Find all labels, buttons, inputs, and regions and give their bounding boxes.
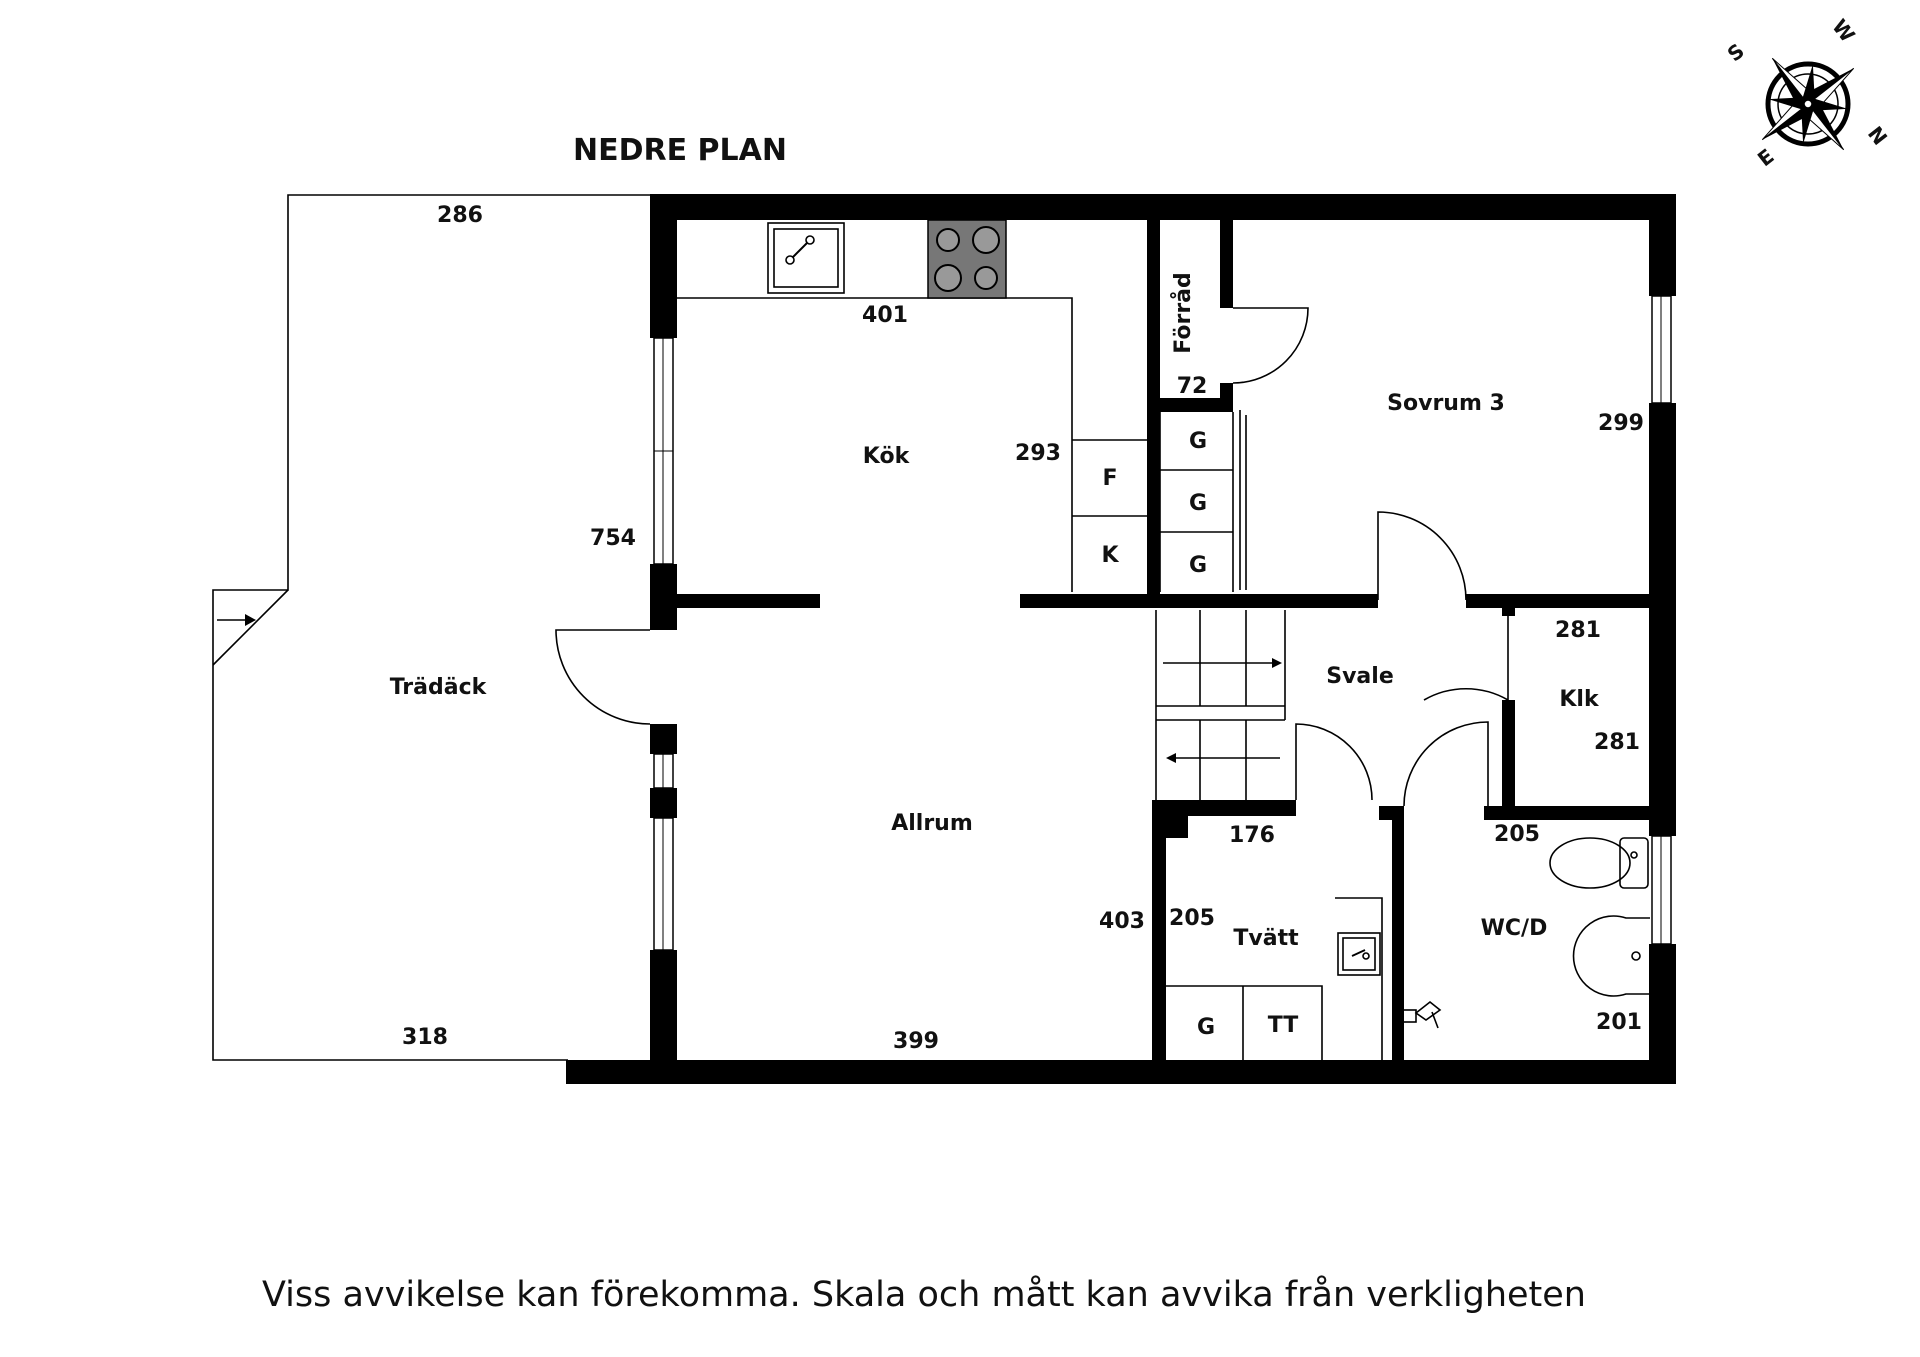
dimension-label: 754	[590, 526, 636, 551]
stove-icon	[927, 219, 1007, 299]
forrad-door	[1232, 307, 1309, 384]
tumble-dryer-label: TT	[1268, 1013, 1299, 1038]
compass-s-label: S	[1723, 39, 1749, 67]
shower-icon	[1399, 1000, 1442, 1029]
wardrobe-label: G	[1189, 553, 1207, 578]
laundry-sink-icon	[1337, 932, 1381, 976]
kitchen-counter	[677, 297, 1073, 592]
room-label-kok: Kök	[863, 444, 911, 469]
dimension-label: 72	[1177, 374, 1208, 399]
sliding-door	[1239, 410, 1247, 590]
walls	[566, 194, 1676, 1084]
cabinet-label: G	[1197, 1015, 1215, 1040]
dimension-label: 281	[1555, 618, 1601, 643]
freezer-label: K	[1101, 543, 1119, 568]
klk-door	[1423, 616, 1509, 702]
wardrobe-label: G	[1189, 429, 1207, 454]
room-label-klk: Klk	[1559, 687, 1600, 712]
dimension-label: 403	[1099, 909, 1145, 934]
staircase	[1155, 610, 1286, 800]
deck-outline	[212, 194, 650, 1061]
entrance-arrow-icon	[217, 614, 256, 626]
disclaimer-text: Viss avvikelse kan förekomma. Skala och …	[262, 1274, 1586, 1315]
laundry-appliances	[1166, 985, 1323, 1060]
compass-e-label: E	[1753, 144, 1779, 171]
main-entrance-door	[555, 629, 651, 725]
room-label-tradack: Trädäck	[390, 675, 488, 700]
dimension-label: 286	[437, 203, 483, 228]
room-label-forrad: Förråd	[1170, 272, 1196, 354]
wc-door	[1403, 721, 1489, 807]
washbasin-icon	[1572, 915, 1650, 997]
dimension-label: 205	[1169, 906, 1215, 931]
dimension-label: 281	[1594, 730, 1640, 755]
dimension-label: 401	[862, 303, 908, 328]
compass-w-label: W	[1827, 15, 1859, 47]
dimension-label: 201	[1596, 1010, 1642, 1035]
wardrobe-label: G	[1189, 491, 1207, 516]
tvatt-door	[1295, 723, 1373, 801]
sovrum-door	[1377, 511, 1467, 601]
fridge-label: F	[1102, 466, 1117, 491]
dimension-label: 318	[402, 1025, 448, 1050]
room-label-svale: Svale	[1326, 664, 1394, 689]
laundry-counter	[1335, 897, 1383, 1060]
windows	[653, 295, 1672, 951]
toilet-icon	[1549, 837, 1649, 889]
deck-diagonal	[212, 589, 289, 666]
dimension-label: 176	[1229, 823, 1275, 848]
dimension-label: 299	[1598, 411, 1644, 436]
room-label-sovrum-3: Sovrum 3	[1387, 391, 1505, 416]
room-label-wc-d: WC/D	[1481, 916, 1548, 941]
dimension-label: 293	[1015, 441, 1061, 466]
dimension-label: 205	[1494, 822, 1540, 847]
compass-n-label: N	[1863, 122, 1892, 150]
dimension-label: 399	[893, 1029, 939, 1054]
compass-icon	[1761, 57, 1855, 151]
plan-title: NEDRE PLAN	[573, 133, 787, 168]
fridge-cabinet	[1072, 439, 1151, 592]
room-label-tvatt: Tvätt	[1233, 926, 1299, 951]
kitchen-sink-icon	[767, 222, 845, 294]
room-label-allrum: Allrum	[891, 811, 973, 836]
